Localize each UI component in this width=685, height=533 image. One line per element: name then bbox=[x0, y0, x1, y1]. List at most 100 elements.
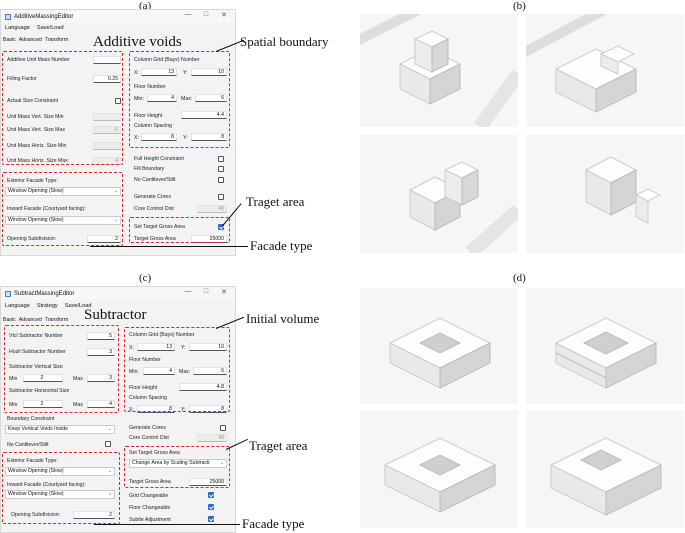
floor-max-input[interactable]: 6 bbox=[195, 94, 227, 102]
grid-y-input[interactable]: 10 bbox=[189, 343, 227, 351]
fill-boundary-checkbox[interactable] bbox=[218, 166, 224, 172]
facade-type-leader-a bbox=[90, 246, 248, 247]
spacing-x-input[interactable]: 8 bbox=[141, 133, 177, 141]
tab-basic[interactable]: Basic bbox=[3, 316, 16, 323]
massing-render-graphic bbox=[549, 437, 663, 516]
generate-cores-checkbox[interactable] bbox=[218, 194, 224, 200]
unit-mass-number-input[interactable] bbox=[93, 56, 121, 64]
menu-save-load[interactable]: Save/Load bbox=[64, 303, 92, 309]
grid-y-input[interactable]: 10 bbox=[191, 68, 227, 76]
horiz-max-label: Unit Mass Horiz. Size Max bbox=[7, 158, 68, 164]
tab-basic[interactable]: Basic bbox=[3, 36, 16, 43]
inward-facade-dropdown[interactable]: Window Opening (Slow) ⌄ bbox=[5, 490, 115, 499]
floor-min-input[interactable]: 4 bbox=[143, 367, 175, 375]
h-max-label: Max bbox=[73, 402, 83, 408]
minimize-button[interactable]: — bbox=[184, 11, 192, 18]
close-button[interactable]: ✕ bbox=[221, 12, 227, 19]
floor-changeable-checkbox[interactable] bbox=[208, 504, 214, 510]
grid-x-input[interactable]: 13 bbox=[141, 68, 177, 76]
spatial-boundary-box-a bbox=[129, 51, 230, 148]
tab-transform[interactable]: Transform bbox=[44, 36, 69, 43]
full-height-checkbox[interactable] bbox=[218, 156, 224, 162]
horiz-min-input[interactable] bbox=[93, 142, 121, 150]
boundary-constraint-value: Keep Vertical Voids Inside bbox=[8, 426, 68, 432]
subtle-adjustment-checkbox[interactable] bbox=[208, 516, 214, 522]
window-title: AdditiveMassingEditor bbox=[14, 13, 74, 20]
exterior-facade-dropdown[interactable]: Window Opening (Slow) ⌄ bbox=[5, 187, 121, 196]
floor-height-input[interactable]: 4.8 bbox=[179, 383, 227, 391]
core-control-input[interactable]: 40 bbox=[197, 434, 227, 442]
column-spacing-label: Column Spacing bbox=[134, 123, 173, 129]
floor-number-label: Floor Number bbox=[129, 357, 161, 363]
boundary-constraint-dropdown[interactable]: Keep Vertical Voids Inside ⌄ bbox=[5, 425, 115, 434]
facade-type-leader-c bbox=[94, 524, 240, 525]
inward-facade-dropdown[interactable]: Window Opening (Slow) ⌄ bbox=[5, 216, 121, 225]
opening-subdivision-input[interactable]: 2 bbox=[73, 511, 115, 519]
v-max-input[interactable]: 3 bbox=[87, 374, 115, 382]
v-min-input[interactable]: 2 bbox=[23, 374, 63, 382]
spacing-x-label: X: bbox=[129, 407, 134, 413]
generate-cores-label: Generate Cores bbox=[134, 194, 171, 200]
horiz-subtractor-number-label: Hozil Subtractor Number bbox=[9, 349, 66, 355]
additive-voids-annotation: Additive voids bbox=[93, 34, 182, 50]
tab-advanced[interactable]: Advanced bbox=[18, 36, 42, 43]
title-bar: AdditiveMassingEditor bbox=[1, 10, 235, 23]
grid-x-label: X: bbox=[134, 70, 139, 76]
massing-render-graphic bbox=[360, 14, 518, 127]
traget-area-annotation-a: Traget area bbox=[246, 194, 305, 209]
no-cantilever-checkbox[interactable] bbox=[105, 441, 111, 447]
menu-language[interactable]: Language bbox=[5, 25, 30, 31]
grid-changeable-checkbox[interactable] bbox=[208, 492, 214, 498]
tab-transform[interactable]: Transform bbox=[44, 316, 69, 323]
no-cantilever-checkbox[interactable] bbox=[218, 177, 224, 183]
facade-type-box-a bbox=[2, 172, 123, 246]
panel-label-b: (b) bbox=[513, 0, 526, 12]
floor-height-input[interactable]: 4.4 bbox=[181, 111, 227, 119]
title-bar: SubtractMassingEditor bbox=[1, 287, 235, 300]
minimize-button[interactable]: — bbox=[184, 288, 192, 295]
column-spacing-label: Column Spacing bbox=[129, 395, 168, 401]
vert-subtractor-number-input[interactable]: 5 bbox=[87, 332, 115, 340]
target-gross-input[interactable]: 25000 bbox=[189, 478, 227, 486]
traget-area-box-a bbox=[129, 217, 230, 243]
menu-language[interactable]: Language bbox=[5, 303, 30, 309]
h-max-input[interactable]: 4 bbox=[87, 400, 115, 408]
v-max-label: Max bbox=[73, 376, 83, 382]
opening-subdivision-label: Opening Subdivision: bbox=[7, 236, 57, 242]
actual-size-checkbox[interactable] bbox=[115, 98, 121, 104]
floor-height-label: Floor Height bbox=[134, 113, 163, 119]
set-target-checkbox[interactable] bbox=[218, 224, 224, 230]
maximize-button[interactable]: □ bbox=[203, 11, 209, 18]
exterior-facade-label: Exterior Facade Type: bbox=[7, 178, 58, 184]
grid-x-label: X: bbox=[129, 345, 134, 351]
chevron-down-icon: ⌄ bbox=[107, 491, 112, 497]
menu-save-load[interactable]: Save/Load bbox=[36, 25, 64, 31]
grid-x-input[interactable]: 13 bbox=[137, 343, 175, 351]
filling-factor-input[interactable]: 0.25 bbox=[93, 75, 121, 83]
h-min-input[interactable]: 2 bbox=[23, 400, 63, 408]
spacing-x-input[interactable]: 8 bbox=[137, 405, 175, 413]
opening-subdivision-input[interactable]: 2 bbox=[87, 235, 121, 243]
inward-facade-value: Window Opening (Slow) bbox=[8, 491, 64, 497]
menu-strategy[interactable]: Strategy bbox=[36, 303, 58, 309]
spacing-y-input[interactable]: 8 bbox=[189, 405, 227, 413]
floor-max-input[interactable]: 6 bbox=[193, 367, 227, 375]
massing-render-graphic bbox=[383, 437, 497, 513]
close-button[interactable]: ✕ bbox=[221, 289, 227, 296]
facade-type-box-c bbox=[2, 452, 120, 524]
vert-subtractor-number-label: Vtcl Subtractor Number bbox=[9, 333, 63, 339]
spacing-y-input[interactable]: 8 bbox=[191, 133, 227, 141]
horiz-subtractor-number-input[interactable]: 3 bbox=[87, 348, 115, 356]
vert-min-input[interactable] bbox=[93, 113, 121, 121]
exterior-facade-dropdown[interactable]: Window Opening (Slow) ⌄ bbox=[5, 467, 115, 476]
generate-cores-checkbox[interactable] bbox=[220, 425, 226, 431]
vert-max-input[interactable]: 6 bbox=[93, 126, 121, 134]
subtractor-annotation: Subtractor bbox=[84, 307, 147, 323]
tab-advanced[interactable]: Advanced bbox=[18, 316, 42, 323]
core-control-input[interactable]: 40 bbox=[197, 205, 227, 213]
maximize-button[interactable]: □ bbox=[203, 288, 209, 295]
chevron-down-icon: ⌄ bbox=[107, 426, 112, 432]
menu-bar: Language Strategy Save/Load bbox=[1, 301, 235, 311]
area-strategy-dropdown[interactable]: Change Area by Scaling Subtracti ⌄ bbox=[129, 459, 227, 468]
floor-min-input[interactable]: 4 bbox=[147, 94, 177, 102]
